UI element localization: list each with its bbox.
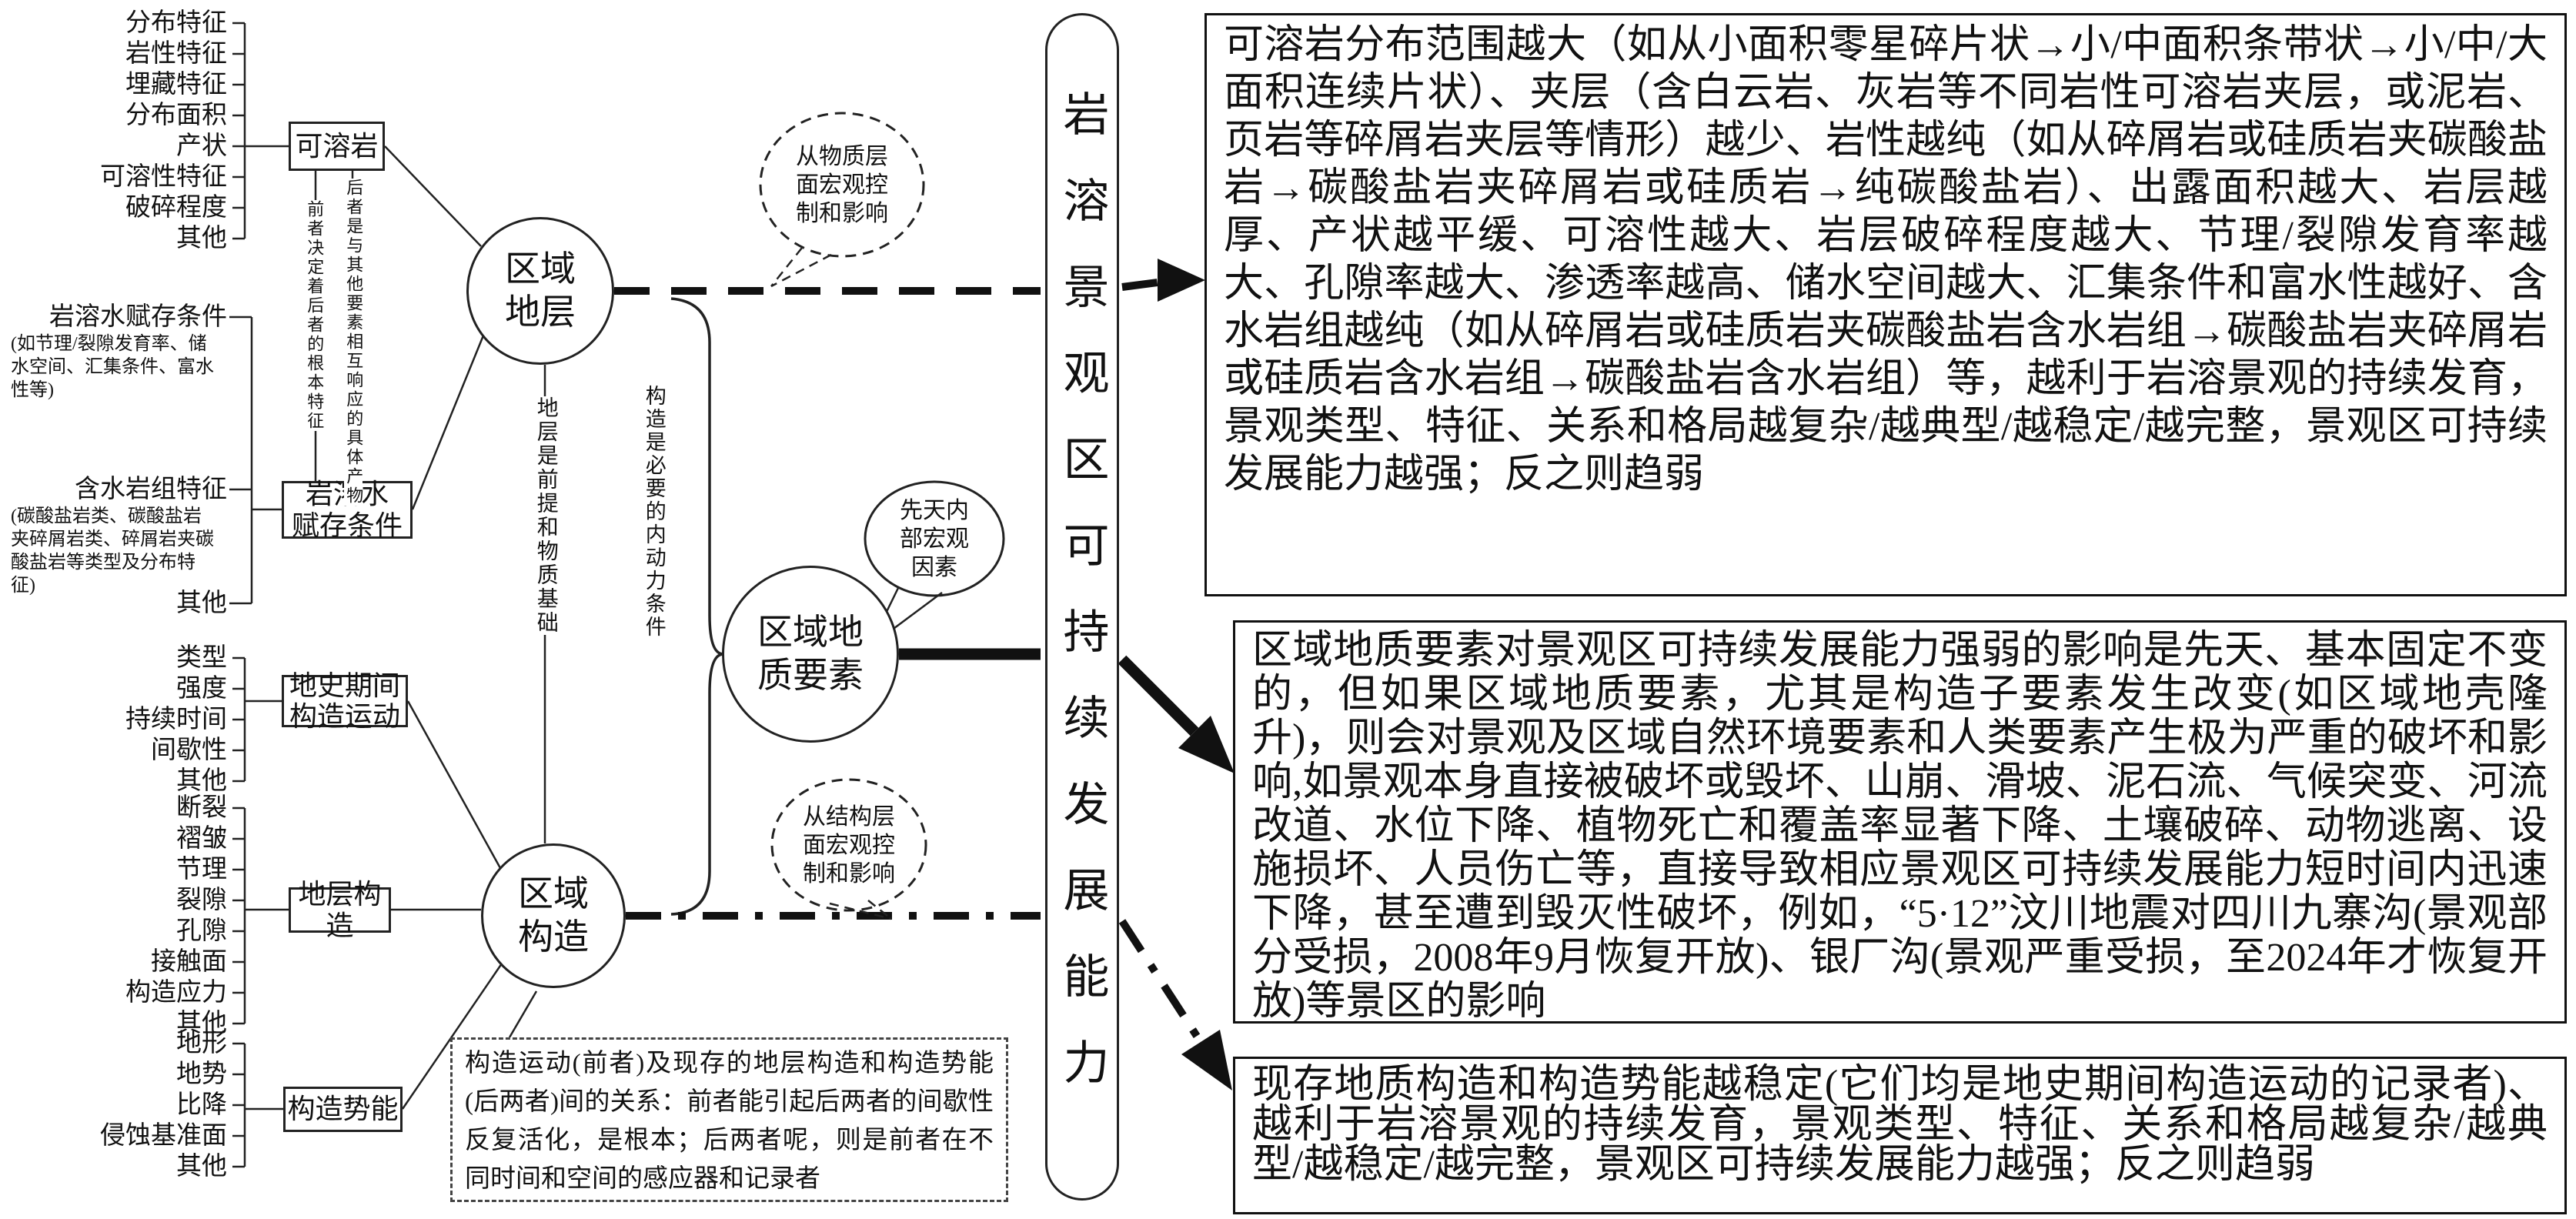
structural-bubble-tail	[829, 900, 892, 920]
annotation-former-determines: 前者决定着后者的根本特征	[305, 200, 325, 431]
regional-geology-node: 区域地质要素	[722, 566, 899, 743]
material-bubble-shape	[759, 112, 925, 258]
tectonic-potential-bracket	[232, 1042, 283, 1168]
karst-water-conditions-label: 岩溶水赋存条件	[49, 303, 227, 331]
tectonic-potential-box-label: 构造势能	[287, 1094, 399, 1125]
karst-water-box-line2: 赋存条件	[291, 509, 403, 541]
material-arrowhead	[1158, 259, 1205, 302]
regional-strata-node: 区域地层	[466, 217, 614, 365]
factor-label: 分布特征	[125, 9, 227, 37]
geology-brace	[670, 297, 724, 916]
karst-capacity-title: 岩溶景观区可持续发展能力	[1057, 89, 1108, 1124]
tectonic-potential-box: 构造势能	[283, 1087, 403, 1132]
structural-arrow-shaft-right	[1118, 919, 1204, 1044]
annotation-structure-condition: 构造是必要的内动力条件	[642, 385, 666, 639]
factor-label: 其他	[176, 225, 227, 252]
factor-label: 裂隙	[176, 887, 227, 914]
factor-label: 比降	[176, 1091, 227, 1119]
soluble-rock-box: 可溶岩	[289, 122, 385, 171]
factor-label: 岩性特征	[125, 40, 227, 68]
material-arrow-shaft-right	[1121, 278, 1164, 291]
innate-bubble-text: 先天内部宏观因素	[900, 497, 969, 580]
factor-label: 分布面积	[125, 102, 227, 129]
karst-water-other-label: 其他	[176, 589, 227, 617]
structural-bubble-shape	[770, 778, 927, 912]
strata-structure-box-label: 地层构造	[298, 879, 382, 941]
innate-arrow-shaft-right	[1118, 655, 1199, 736]
relationship-note-connector	[508, 990, 538, 1038]
factor-label: 其他	[176, 1153, 227, 1181]
tectonic-movement-factor-list: 类型 强度 持续时间 间歇性 其他	[0, 643, 227, 797]
soluble-rock-factor-list: 分布特征 岩性特征 埋藏特征 分布面积 产状 可溶性特征 破碎程度 其他	[0, 8, 227, 254]
factor-label: 可溶性特征	[100, 163, 227, 191]
innate-outcome-box: 区域地质要素对景观区可持续发展能力强弱的影响是先天、基本固定不变的，但如果区域地…	[1233, 620, 2567, 1024]
tectonic-movement-box: 地史期间 构造运动	[282, 670, 408, 732]
regional-strata-label: 区域地层	[505, 249, 576, 332]
aquifer-group-note: (碳酸盐岩类、碳酸盐岩夹碎屑岩类、碎屑岩夹碳酸盐岩等类型及分布特征)	[11, 506, 214, 596]
material-bubble-tail	[770, 247, 832, 288]
factor-label: 间歇性	[151, 736, 227, 764]
factor-label: 节理	[176, 856, 227, 883]
aquifer-group-label: 含水岩组特征	[75, 476, 227, 503]
annotation-strata-basis: 地层是前提和物质基础	[533, 396, 558, 635]
factor-label: 地形	[176, 1030, 227, 1057]
factor-label: 接触面	[151, 948, 227, 976]
factor-label: 破碎程度	[125, 194, 227, 222]
soluble-rock-bracket	[232, 22, 289, 240]
factor-label: 产状	[176, 132, 227, 160]
factor-label: 其他	[176, 767, 227, 795]
structural-outcome-box: 现存地质构造和构造势能越稳定(它们均是地史期间构造运动的记录者)、越利于岩溶景观…	[1233, 1057, 2567, 1214]
material-outcome-box: 可溶岩分布范围越大（如从小面积零星碎片状→小/中面积条带状→小/中/大面积连续片…	[1204, 13, 2567, 596]
regional-structure-node: 区域构造	[481, 843, 626, 988]
factor-label: 强度	[176, 675, 227, 703]
factor-label: 埋藏特征	[125, 71, 227, 99]
soluble-rock-box-label: 可溶岩	[295, 130, 379, 162]
tectonic-movement-box-line1: 地史期间	[289, 670, 400, 701]
factor-label: 构造应力	[125, 979, 227, 1007]
strata-structure-bracket	[232, 807, 289, 1025]
strata-structure-factor-list: 断裂 褶皱 节理 裂隙 孔隙 接触面 构造应力 其他	[0, 793, 227, 1039]
karst-water-bracket	[229, 316, 282, 605]
factor-label: 孔隙	[176, 917, 227, 945]
factor-label: 褶皱	[176, 825, 227, 853]
annotation-latter-product: 后者是与其他要素相互响应的具体产物	[344, 179, 364, 506]
structural-bubble-text: 从结构层面宏观控制和影响	[803, 803, 895, 887]
strata-structure-box: 地层构造	[289, 879, 391, 941]
factor-label: 类型	[176, 644, 227, 672]
factor-label: 持续时间	[125, 706, 227, 733]
relationship-note-box: 构造运动(前者)及现存的地层构造和构造势能(后两者)间的关系：前者能引起后两者的…	[450, 1037, 1008, 1202]
factor-label: 侵蚀基准面	[100, 1122, 227, 1150]
innate-arrowhead	[1178, 716, 1235, 773]
material-bubble-text: 从物质层面宏观控制和影响	[796, 143, 888, 226]
karst-capacity-capsule: 岩溶景观区可持续发展能力	[1045, 13, 1119, 1201]
karst-water-conditions-note: (如节理/裂隙发育率、储水空间、汇集条件、富水性等)	[11, 334, 214, 400]
tectonic-movement-box-line2: 构造运动	[289, 701, 400, 732]
factor-label: 断裂	[176, 794, 227, 822]
regional-structure-label: 区域构造	[518, 873, 589, 957]
factor-label: 其他	[176, 1010, 227, 1037]
tectonic-potential-factor-list: 地形 地势 比降 侵蚀基准面 其他	[0, 1028, 227, 1182]
factor-label: 地势	[176, 1060, 227, 1088]
tectonic-movement-bracket	[232, 656, 282, 783]
box-to-circle-connectors	[384, 145, 503, 1110]
innate-bubble-shape	[864, 480, 1005, 597]
regional-geology-label: 区域地质要素	[757, 612, 864, 695]
structural-arrowhead	[1181, 1030, 1232, 1090]
